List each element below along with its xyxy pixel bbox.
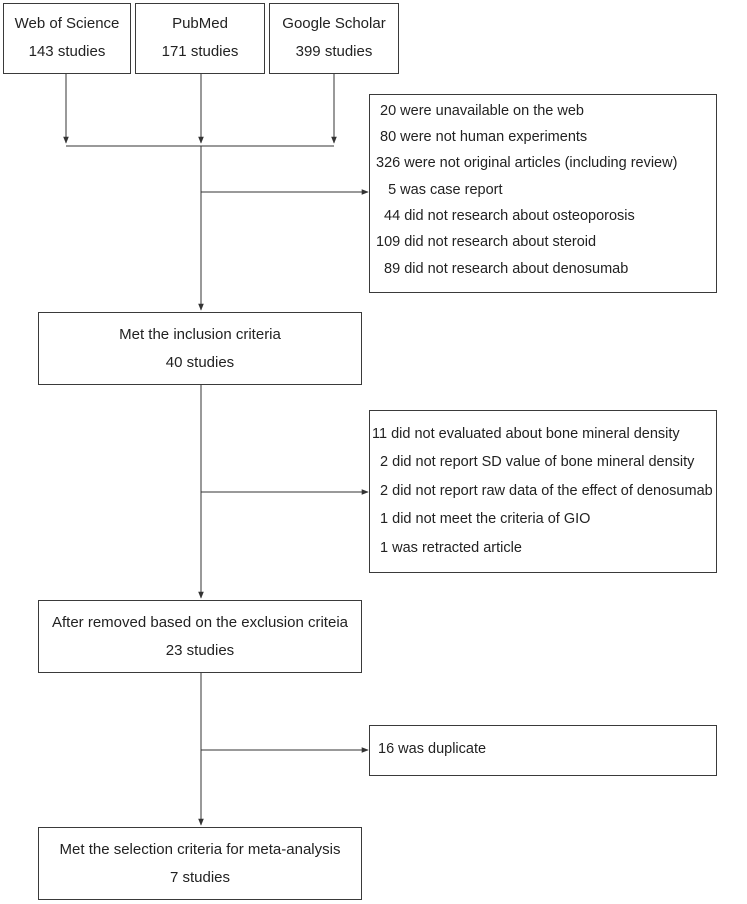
source-box-google-scholar: Google Scholar 399 studies [269,3,399,74]
exclusion-2-line: 11 did not evaluated about bone mineral … [372,426,680,442]
source-count: 171 studies [161,43,239,60]
exclusion-1-line: 20 were unavailable on the web [376,103,584,119]
stage-after-exclusion-box: After removed based on the exclusion cri… [38,600,362,673]
source-count: 399 studies [295,43,373,60]
exclusion-2-line: 1 did not meet the criteria of GIO [372,511,591,527]
exclusion-1-line: 44 did not research about osteoporosis [376,208,635,224]
exclusion-box-2: 11 did not evaluated about bone mineral … [369,410,717,573]
exclusion-1-line: 5 was case report [376,182,503,198]
exclusion-box-1: 20 were unavailable on the web 80 were n… [369,94,717,293]
stage-final-box: Met the selection criteria for meta-anal… [38,827,362,900]
stage-count: 40 studies [165,354,235,371]
stage-title: Met the selection criteria for meta-anal… [59,841,341,858]
exclusion-1-line: 326 were not original articles (includin… [376,155,678,171]
exclusion-box-3: 16 was duplicate [369,725,717,776]
exclusion-2-line: 2 did not report raw data of the effect … [372,483,713,499]
exclusion-1-line: 89 did not research about denosumab [376,261,629,277]
exclusion-1-line: 80 were not human experiments [376,129,588,145]
source-name: Web of Science [14,15,120,32]
stage-title: After removed based on the exclusion cri… [52,614,348,631]
source-name: PubMed [172,15,228,32]
exclusion-2-line: 1 was retracted article [372,540,522,556]
exclusion-2-line: 2 did not report SD value of bone minera… [372,454,695,470]
source-name: Google Scholar [282,15,386,32]
stage-title: Met the inclusion criteria [119,326,281,343]
stage-count: 23 studies [165,642,235,659]
source-box-pubmed: PubMed 171 studies [135,3,265,74]
exclusion-3-line: 16 was duplicate [374,741,487,757]
stage-inclusion-box: Met the inclusion criteria 40 studies [38,312,362,385]
exclusion-1-line: 109 did not research about steroid [376,234,597,250]
source-count: 143 studies [28,43,106,60]
source-box-web-of-science: Web of Science 143 studies [3,3,131,74]
stage-count: 7 studies [169,869,231,886]
